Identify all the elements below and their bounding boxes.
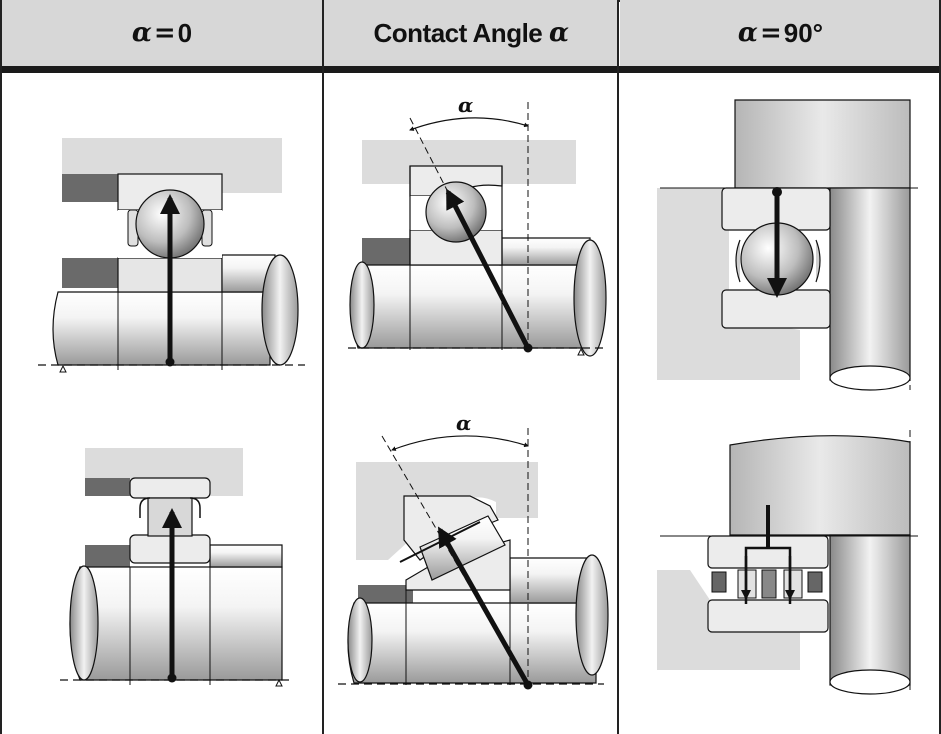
column-divider bbox=[939, 0, 941, 734]
contact-angle-label: α bbox=[456, 411, 471, 435]
tapered-roller-bearing: α bbox=[338, 411, 609, 690]
header-alpha-ninety: α = 90° bbox=[620, 0, 941, 66]
header-alpha-symbol: α bbox=[737, 18, 758, 48]
header-alpha-zero: α = 0 bbox=[2, 0, 322, 66]
header-equals: = bbox=[153, 18, 176, 48]
radial-roller-bearing bbox=[60, 448, 290, 687]
thrust-roller-bearing bbox=[657, 430, 918, 695]
header-alpha-symbol: α bbox=[548, 18, 569, 48]
column-divider bbox=[617, 0, 619, 734]
header-value: 90° bbox=[783, 17, 824, 48]
header-alpha-symbol: α bbox=[131, 18, 152, 48]
thrust-ball-bearing bbox=[657, 99, 918, 391]
radial-ball-bearing bbox=[38, 138, 305, 373]
column-divider bbox=[0, 0, 2, 734]
header-rule bbox=[0, 66, 941, 73]
angular-contact-ball-bearing: α bbox=[348, 93, 607, 357]
header-equals: = bbox=[759, 18, 782, 48]
column-divider bbox=[322, 0, 324, 734]
header-value: 0 bbox=[177, 17, 193, 48]
header-contact-angle-label: Contact Angle bbox=[373, 17, 549, 48]
header-contact-angle: Contact Angle α bbox=[324, 0, 618, 66]
contact-angle-label: α bbox=[458, 93, 473, 117]
